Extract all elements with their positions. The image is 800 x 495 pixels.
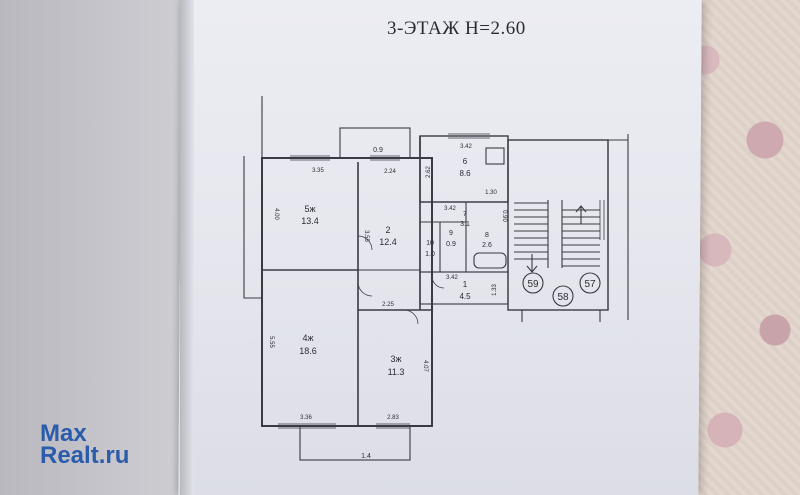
apartment-outline xyxy=(261,157,433,427)
dim-bath-height: 0.90 xyxy=(501,210,507,222)
room-5-num: 5ж xyxy=(304,204,315,214)
room-1-area: 4.5 xyxy=(459,292,471,301)
desk-background xyxy=(0,0,205,495)
room-4-num: 4ж xyxy=(302,333,313,343)
dim-room5-height: 4.00 xyxy=(273,208,279,220)
room-9-num: 9 xyxy=(449,230,453,237)
room-3-num: 3ж xyxy=(390,354,401,364)
watermark-logo: Max Realt.ru xyxy=(40,420,130,469)
dim-corridor-width: 2.25 xyxy=(382,302,394,308)
dim-kitchen-height: 2.62 xyxy=(426,166,432,178)
dim-room3-height: 4.07 xyxy=(422,360,428,372)
room-9-area: 0.9 xyxy=(446,241,456,248)
floor-title: 3-ЭТАЖ H=2.60 xyxy=(387,18,526,39)
apartment-58-label: 58 xyxy=(557,292,569,303)
dim-balcony-top: 0.9 xyxy=(373,147,383,154)
apartment-59-marker xyxy=(522,272,544,294)
apartment-58-marker xyxy=(552,285,574,307)
dim-room2-width: 2.24 xyxy=(384,169,396,175)
dim-room2-height: 3.55 xyxy=(363,230,369,242)
room-8-num: 8 xyxy=(485,232,489,239)
room-10-area: 1.0 xyxy=(425,251,435,258)
dim-room5-width: 3.35 xyxy=(312,168,324,174)
room-8-area: 2.6 xyxy=(482,242,492,249)
balcony-top xyxy=(339,127,411,159)
watermark-line1: Max xyxy=(40,420,87,447)
room-1-num: 1 xyxy=(463,280,468,289)
dim-room3-width: 2.83 xyxy=(387,415,399,421)
apartment-57-label: 57 xyxy=(584,279,596,290)
dim-room4-height: 5.55 xyxy=(268,336,274,348)
room-2-num: 2 xyxy=(385,225,390,235)
dim-kitchen-width: 3.42 xyxy=(460,144,472,150)
apartment-57-marker xyxy=(579,272,601,294)
room-4-area: 18.6 xyxy=(299,346,317,356)
bathtub xyxy=(473,252,507,269)
room-7-num: 7 xyxy=(463,211,467,218)
apartment-59-label: 59 xyxy=(527,279,539,290)
dim-hall-height: 1.33 xyxy=(492,284,498,296)
stove xyxy=(485,147,505,165)
room-10-num: 10 xyxy=(426,240,434,247)
room-5-area: 13.4 xyxy=(301,216,319,226)
dim-room4-width: 3.36 xyxy=(300,415,312,421)
dim-hall-width: 3.42 xyxy=(446,275,458,281)
room-7-area: 3.1 xyxy=(460,221,470,228)
room-6-area: 8.6 xyxy=(459,169,471,178)
room-3-area: 11.3 xyxy=(388,367,405,377)
dim-bath-width: 3.42 xyxy=(444,206,456,212)
dim-balcony-bottom: 1.4 xyxy=(361,453,371,460)
watermark-line2: Realt.ru xyxy=(40,442,130,469)
room-6-num: 6 xyxy=(463,157,468,166)
balcony-bottom xyxy=(299,425,411,461)
dim-kitchen-inner: 1.30 xyxy=(485,190,497,196)
paper-fold xyxy=(180,0,194,495)
room-2-area: 12.4 xyxy=(379,237,397,247)
